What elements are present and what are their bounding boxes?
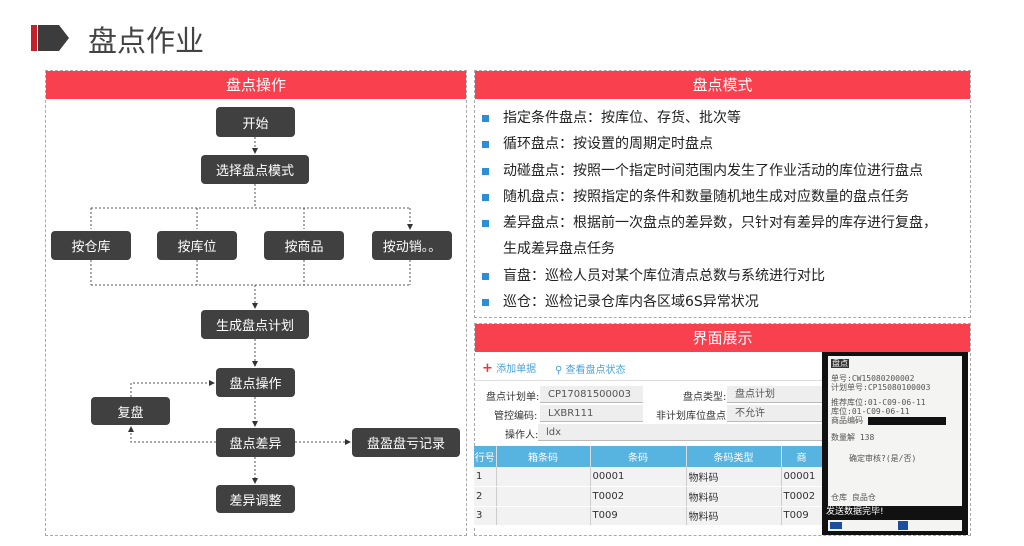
list-item-text: 随机盘点：按照指定的条件和数量随机地生成对应数量的盘点任务 — [503, 189, 909, 205]
bullet-icon — [482, 272, 489, 280]
plus-icon: + — [482, 361, 493, 376]
add-document-label: 添加单据 — [496, 364, 537, 375]
phone-line: 商品编码 — [831, 416, 959, 425]
view-status-label: 查看盘点状态 — [565, 365, 626, 376]
plan-field[interactable]: CP17081500003 — [540, 386, 643, 403]
phone-line: 计划单号:CP15080100003 — [831, 383, 931, 392]
bullet-icon — [482, 193, 489, 201]
list-item-text: 动碰盘点：按照一个指定时间范围内发生了作业活动的库位进行盘点 — [503, 163, 923, 179]
search-icon: ⚲ — [555, 365, 563, 376]
flow-profit-loss: 盘盈盘亏记录 — [352, 428, 460, 457]
cell — [496, 506, 591, 526]
add-document-button[interactable]: + 添加单据 — [482, 360, 536, 376]
cell — [496, 486, 591, 507]
cell: 2 — [474, 486, 497, 507]
cell: T0002 — [781, 486, 823, 507]
list-item-text: 指定条件盘点：按库位、存货、批次等 — [503, 110, 741, 126]
flow-generate-plan: 生成盘点计划 — [201, 310, 309, 339]
plan-label: 盘点计划单: — [486, 392, 540, 403]
type-select[interactable]: 盘点计划 — [727, 386, 822, 403]
bullet-icon — [482, 298, 489, 306]
flow-select-mode: 选择盘点模式 — [201, 155, 309, 184]
operator-label: 操作人: — [505, 430, 539, 441]
bullet-icon — [482, 114, 489, 122]
col-barcode: 条码 — [590, 446, 687, 467]
flow-difference: 盘点差异 — [216, 428, 295, 457]
page-title: 盘点作业 — [88, 24, 205, 58]
type-label: 盘点类型: — [683, 392, 727, 403]
flow-mode-product: 按商品 — [264, 231, 344, 260]
col-box-barcode: 箱条码 — [496, 446, 591, 467]
handheld-display: 盘点 单号:CW15080200002 计划单号:CP15080100003 推… — [828, 356, 962, 506]
title-marker-icon — [31, 25, 69, 51]
list-item: 随机盘点：按照指定的条件和数量随机地生成对应数量的盘点任务 — [482, 186, 909, 206]
cell: T009 — [590, 506, 687, 526]
cell: 物料码 — [686, 506, 782, 526]
table-header-row: 行号 箱条码 条码 条码类型 商 — [474, 446, 823, 467]
list-item-text: 盲盘：巡检人员对某个库位清点总数与系统进行对比 — [503, 268, 825, 284]
flow-mode-warehouse: 按仓库 — [51, 231, 131, 260]
list-item: 动碰盘点：按照一个指定时间范围内发生了作业活动的库位进行盘点 — [482, 160, 923, 180]
operator-field[interactable]: ldx — [538, 424, 822, 441]
cell: T0002 — [590, 486, 687, 507]
phone-line: 单号:CW15080200002 — [831, 374, 915, 383]
control-label: 管控编码: — [494, 411, 538, 422]
battery-icon — [830, 522, 842, 529]
signal-icon — [898, 521, 908, 530]
phone-confirm: 确定审核?(是/否) — [849, 454, 917, 463]
flow-adjust: 差异调整 — [216, 485, 295, 513]
bullet-icon — [482, 167, 489, 175]
flow-operation: 盘点操作 — [216, 368, 295, 397]
list-item-continuation: 生成差异盘点任务 — [503, 238, 615, 258]
modes-panel: 盘点模式 — [474, 70, 971, 318]
list-item: 差异盘点：根据前一次盘点的差异数，只针对有差异的库存进行复盘， — [482, 212, 937, 232]
cell — [496, 467, 591, 487]
flow-recheck: 复盘 — [91, 397, 170, 425]
cell: T009 — [781, 506, 823, 526]
list-item: 指定条件盘点：按库位、存货、批次等 — [482, 107, 741, 127]
bullet-icon — [482, 219, 489, 227]
cell: 00001 — [590, 467, 687, 487]
modes-panel-header: 盘点模式 — [475, 71, 970, 99]
list-item: 盲盘：巡检人员对某个库位清点总数与系统进行对比 — [482, 265, 825, 285]
handheld-screen-photo: 盘点 单号:CW15080200002 计划单号:CP15080100003 推… — [822, 352, 968, 535]
list-item-text: 巡仓：巡检记录仓库内各区域6S异常状况 — [503, 294, 759, 310]
col-product: 商 — [781, 446, 823, 467]
nonplan-select[interactable]: 不允许 — [727, 405, 822, 422]
flow-start: 开始 — [216, 107, 295, 137]
phone-line: 推荐库位:01-C09-06-11 — [831, 398, 926, 407]
view-status-button[interactable]: ⚲ 查看盘点状态 — [555, 361, 626, 376]
control-field[interactable]: LXBR111 — [540, 405, 643, 422]
list-item: 巡仓：巡检记录仓库内各区域6S异常状况 — [482, 291, 759, 311]
phone-qty: 数量解 138 — [831, 433, 875, 442]
phone-line: 库位:01-C09-06-11 — [831, 407, 910, 416]
list-item: 循环盘点：按设置的周期定时盘点 — [482, 133, 713, 153]
nonplan-label: 非计划库位盘点: — [656, 411, 730, 422]
cell: 1 — [474, 467, 497, 487]
list-item-text: 生成差异盘点任务 — [503, 241, 615, 257]
operation-panel-header: 盘点操作 — [46, 71, 466, 99]
list-item-text: 差异盘点：根据前一次盘点的差异数，只针对有差异的库存进行复盘， — [503, 215, 937, 231]
phone-status-bar — [828, 520, 962, 531]
cell: 00001 — [781, 467, 823, 487]
cell: 3 — [474, 506, 497, 526]
bullet-icon — [482, 140, 489, 148]
col-row-no: 行号 — [474, 446, 497, 467]
col-barcode-type: 条码类型 — [686, 446, 782, 467]
flow-mode-location: 按库位 — [157, 231, 237, 260]
phone-title: 盘点 — [831, 359, 849, 368]
cell: 物料码 — [686, 486, 782, 507]
phone-line-text: 商品编码 — [831, 416, 863, 425]
list-item-text: 循环盘点：按设置的周期定时盘点 — [503, 136, 713, 152]
cell: 物料码 — [686, 467, 782, 487]
flow-mode-movement: 按动销。。 — [372, 231, 452, 260]
phone-footer: 仓库 良品仓 — [831, 493, 876, 502]
phone-status: 发送数据完毕! — [826, 507, 884, 517]
ui-panel-header: 界面展示 — [475, 324, 970, 352]
